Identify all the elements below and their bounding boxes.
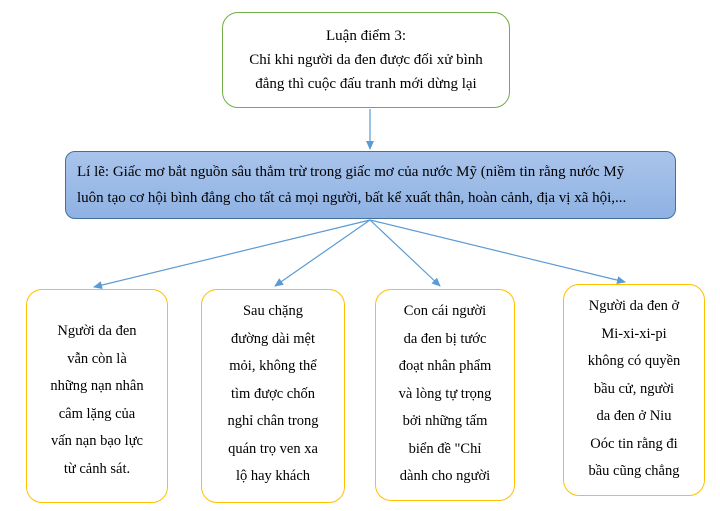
evidence-text-2: Sau chặng đường dài mệt mỏi, không thể t… — [227, 303, 319, 484]
evidence-box-4: Người da đen ở Mi-xi-xi-pi không có quyề… — [563, 284, 705, 496]
arrow-middle-to-box2 — [274, 219, 371, 287]
reasoning-text: Lí lẽ: Giấc mơ bắt nguồn sâu thẳm trừ tr… — [77, 164, 627, 206]
evidence-box-2: Sau chặng đường dài mệt mỏi, không thể t… — [201, 289, 345, 503]
claim-text: Luận điểm 3: Chỉ khi người da đen được đ… — [249, 28, 483, 92]
evidence-text-1: Người da đen vẫn còn là những nạn nhân c… — [50, 323, 144, 477]
reasoning-box: Lí lẽ: Giấc mơ bắt nguồn sâu thẳm trừ tr… — [65, 151, 676, 219]
arrow-middle-to-box1 — [93, 219, 371, 289]
arrow-middle-to-box4 — [369, 219, 626, 284]
arrow-middle-to-box3 — [369, 219, 441, 287]
evidence-text-3: Con cái người da đen bị tước đoạt nhân p… — [398, 303, 492, 484]
evidence-box-3: Con cái người da đen bị tước đoạt nhân p… — [375, 289, 515, 501]
evidence-text-4: Người da đen ở Mi-xi-xi-pi không có quyề… — [587, 298, 681, 479]
evidence-box-1: Người da đen vẫn còn là những nạn nhân c… — [26, 289, 168, 503]
claim-box: Luận điểm 3: Chỉ khi người da đen được đ… — [222, 12, 510, 108]
